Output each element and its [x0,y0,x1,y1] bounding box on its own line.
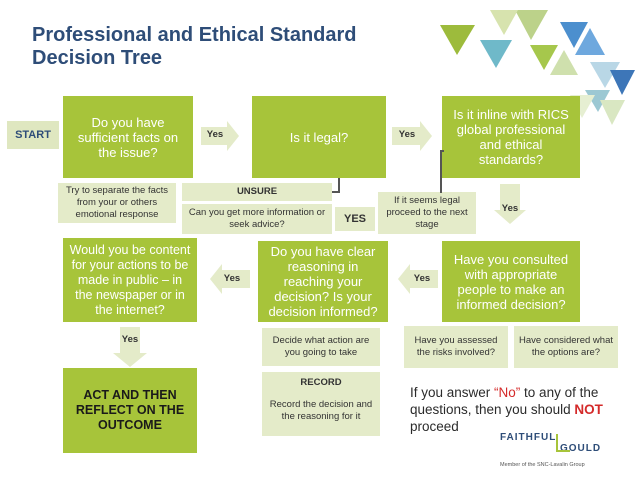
note-considered-options: Have considered what the options are? [514,326,618,368]
note-unsure-title: UNSURE [182,183,332,201]
box-made-in-public: Would you be content for your actions to… [63,238,197,322]
connector-rics-down [440,150,442,193]
logo-bar-icon [556,434,558,452]
note-record: RECORD Record the decision and the reaso… [262,372,380,436]
box-is-legal: Is it legal? [252,96,386,178]
connector-legal-down [338,178,340,192]
yes-arrow-2 [392,121,432,151]
note-separate-facts: Try to separate the facts from your or o… [58,183,176,223]
logo-bar-icon-2 [556,450,570,452]
yes-label-4: Yes [413,273,431,284]
box-clear-reasoning: Do you have clear reasoning in reaching … [258,241,388,322]
box-consulted: Have you consulted with appropriate peop… [442,241,580,322]
yes-label-2: Yes [398,129,416,140]
yes-label-1: Yes [206,129,224,140]
faithful-gould-logo: FAITHFUL GOULD Member of the SNC-Lavalin… [500,432,602,468]
yes-label-5: Yes [223,273,241,284]
note-seems-legal: If it seems legal proceed to the next st… [378,192,476,234]
page-title: Professional and Ethical Standard Decisi… [32,24,357,69]
yes-label-6: Yes [121,334,139,345]
yes-label-3: Yes [501,203,519,214]
note-yes: YES [335,207,375,231]
note-unsure-text: Can you get more information or seek adv… [182,204,332,234]
connector-rics-stub [440,150,444,152]
note-assessed-risks: Have you assessed the risks involved? [404,326,508,368]
box-act-and-reflect: ACT AND THEN REFLECT ON THE OUTCOME [63,368,197,453]
yes-arrow-down-2 [113,327,147,367]
yes-arrow-down-1 [494,184,526,224]
box-sufficient-facts: Do you have sufficient facts on the issu… [63,96,193,178]
start-label: START [7,121,59,149]
yes-arrow-1 [201,121,239,151]
box-rics-standards: Is it inline with RICS global profession… [442,96,580,178]
closing-statement: If you answer “No” to any of the questio… [410,385,603,434]
connector-legal-left [332,191,340,193]
yes-arrow-left-1 [398,264,438,294]
note-decide-action: Decide what action are you going to take [262,328,380,366]
yes-arrow-left-2 [210,264,250,294]
